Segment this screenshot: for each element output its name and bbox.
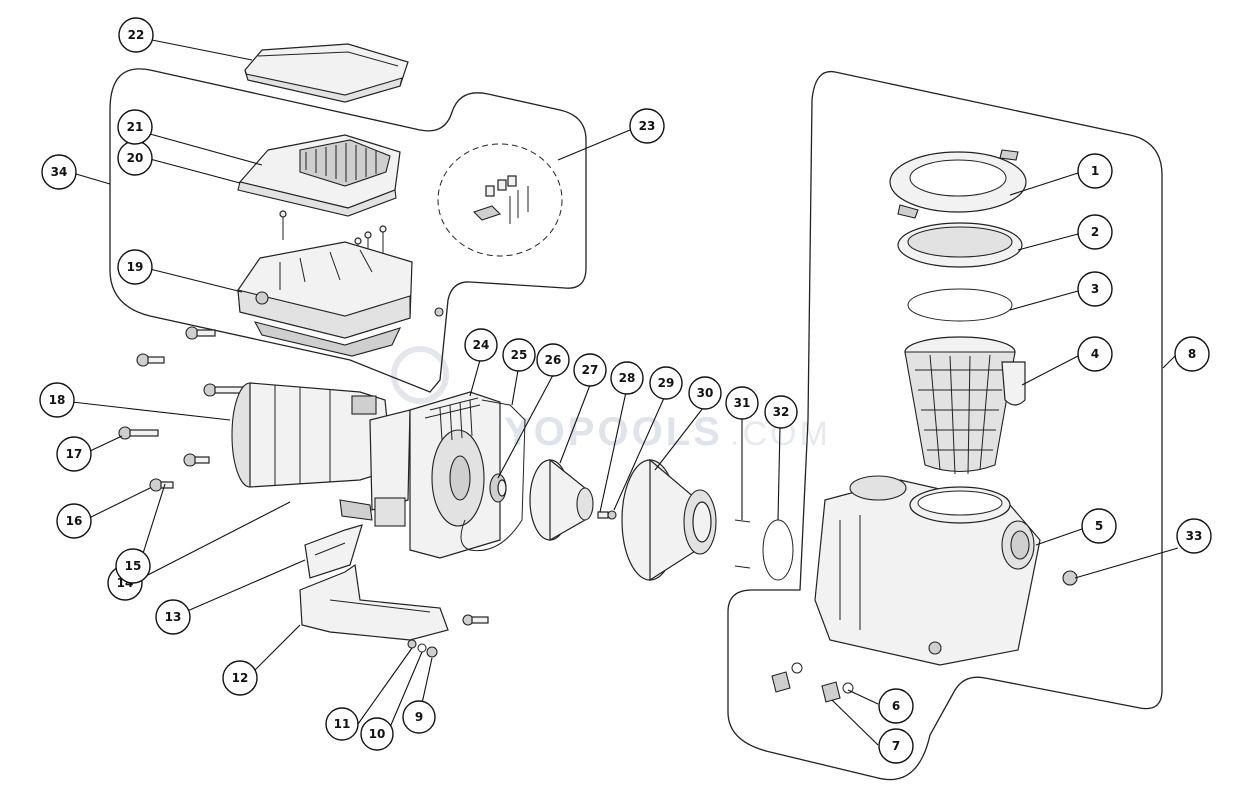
callout-1: 1 bbox=[1077, 153, 1113, 189]
foot-spacer bbox=[304, 524, 363, 579]
svg-text:2: 2 bbox=[1091, 225, 1099, 239]
callout-18: 18 bbox=[39, 382, 75, 418]
callout-21: 21 bbox=[117, 109, 153, 145]
watermark-brand: INYOPOOLS bbox=[458, 410, 723, 454]
impeller bbox=[529, 458, 594, 542]
callout-15: 15 bbox=[115, 548, 151, 584]
drive-cover bbox=[237, 134, 401, 217]
callout-34: 34 bbox=[41, 154, 77, 190]
svg-text:6: 6 bbox=[892, 699, 900, 713]
pump-housing-outline bbox=[727, 70, 1163, 781]
callout-17: 17 bbox=[56, 436, 92, 472]
svg-text:10: 10 bbox=[369, 727, 386, 741]
lid-clamp-ring bbox=[889, 149, 1027, 219]
drive-assembly-outline bbox=[109, 68, 587, 393]
hardware-kit bbox=[437, 143, 563, 257]
svg-text:24: 24 bbox=[473, 338, 490, 352]
base-hardware bbox=[407, 639, 438, 658]
impeller-screw bbox=[597, 510, 617, 520]
svg-text:9: 9 bbox=[415, 710, 423, 724]
svg-text:19: 19 bbox=[127, 260, 144, 274]
motor-mount-bolts bbox=[118, 326, 489, 626]
lid-o-ring bbox=[907, 288, 1013, 322]
callout-29: 29 bbox=[649, 366, 683, 400]
callout-28: 28 bbox=[610, 361, 644, 395]
svg-text:11: 11 bbox=[334, 717, 351, 731]
svg-text:7: 7 bbox=[892, 739, 900, 753]
svg-text:23: 23 bbox=[639, 119, 656, 133]
callout-24: 24 bbox=[464, 328, 498, 362]
svg-text:28: 28 bbox=[619, 371, 636, 385]
svg-text:13: 13 bbox=[165, 610, 182, 624]
callout-16: 16 bbox=[56, 503, 92, 539]
svg-text:16: 16 bbox=[66, 514, 83, 528]
callout-31: 31 bbox=[725, 386, 759, 420]
callout-8: 8 bbox=[1174, 336, 1210, 372]
diffuser-gasket bbox=[460, 399, 526, 552]
svg-text:20: 20 bbox=[127, 151, 144, 165]
drive-base bbox=[237, 241, 444, 357]
callouts: 1 2 3 4 5 6 7 8 9 10 11 12 13 14 15 16 1… bbox=[39, 17, 1212, 764]
callout-10: 10 bbox=[360, 717, 394, 751]
housing-o-ring bbox=[762, 519, 794, 581]
callout-33: 33 bbox=[1176, 518, 1212, 554]
svg-text:22: 22 bbox=[128, 28, 145, 42]
svg-text:30: 30 bbox=[697, 386, 714, 400]
diffuser-pins bbox=[734, 519, 751, 569]
svg-text:33: 33 bbox=[1186, 529, 1203, 543]
callout-6: 6 bbox=[878, 688, 914, 724]
svg-text:21: 21 bbox=[127, 120, 144, 134]
svg-text:29: 29 bbox=[658, 376, 675, 390]
watermark-logo-icon bbox=[391, 346, 449, 404]
svg-text:1: 1 bbox=[1091, 164, 1099, 178]
svg-text:27: 27 bbox=[582, 363, 599, 377]
callout-3: 3 bbox=[1077, 271, 1113, 307]
callout-13: 13 bbox=[155, 599, 191, 635]
motor bbox=[231, 382, 411, 527]
callout-25: 25 bbox=[502, 338, 536, 372]
leader-lines bbox=[71, 39, 1179, 746]
callout-27: 27 bbox=[573, 353, 607, 387]
callout-9: 9 bbox=[402, 700, 436, 734]
svg-text:17: 17 bbox=[66, 447, 83, 461]
callout-26: 26 bbox=[536, 343, 570, 377]
callout-32: 32 bbox=[764, 395, 798, 429]
callout-2: 2 bbox=[1077, 214, 1113, 250]
svg-text:12: 12 bbox=[232, 671, 249, 685]
callout-19: 19 bbox=[117, 249, 153, 285]
drive-top-cover bbox=[244, 43, 409, 103]
svg-text:34: 34 bbox=[51, 165, 68, 179]
callout-4: 4 bbox=[1077, 336, 1113, 372]
housing-nut bbox=[1062, 570, 1078, 586]
pump-lid bbox=[897, 222, 1023, 268]
callout-22: 22 bbox=[118, 17, 154, 53]
callout-20: 20 bbox=[117, 140, 153, 176]
seal-plate bbox=[409, 391, 501, 559]
drain-plugs bbox=[771, 662, 854, 703]
motor-support-base bbox=[299, 563, 449, 641]
svg-text:15: 15 bbox=[125, 559, 142, 573]
svg-text:32: 32 bbox=[773, 405, 790, 419]
diffuser bbox=[621, 458, 717, 582]
callout-12: 12 bbox=[222, 660, 258, 696]
mechanical-seal bbox=[489, 473, 507, 503]
svg-text:8: 8 bbox=[1188, 347, 1196, 361]
callout-30: 30 bbox=[688, 376, 722, 410]
callout-23: 23 bbox=[629, 108, 665, 144]
svg-text:3: 3 bbox=[1091, 282, 1099, 296]
callout-11: 11 bbox=[325, 707, 359, 741]
svg-text:26: 26 bbox=[545, 353, 562, 367]
svg-text:25: 25 bbox=[511, 348, 528, 362]
callout-5: 5 bbox=[1081, 508, 1117, 544]
callout-7: 7 bbox=[878, 728, 914, 764]
svg-text:18: 18 bbox=[49, 393, 66, 407]
svg-text:5: 5 bbox=[1095, 519, 1103, 533]
pump-housing bbox=[814, 475, 1041, 666]
svg-text:4: 4 bbox=[1091, 347, 1099, 361]
strainer-basket bbox=[904, 336, 1026, 475]
svg-text:31: 31 bbox=[734, 396, 751, 410]
